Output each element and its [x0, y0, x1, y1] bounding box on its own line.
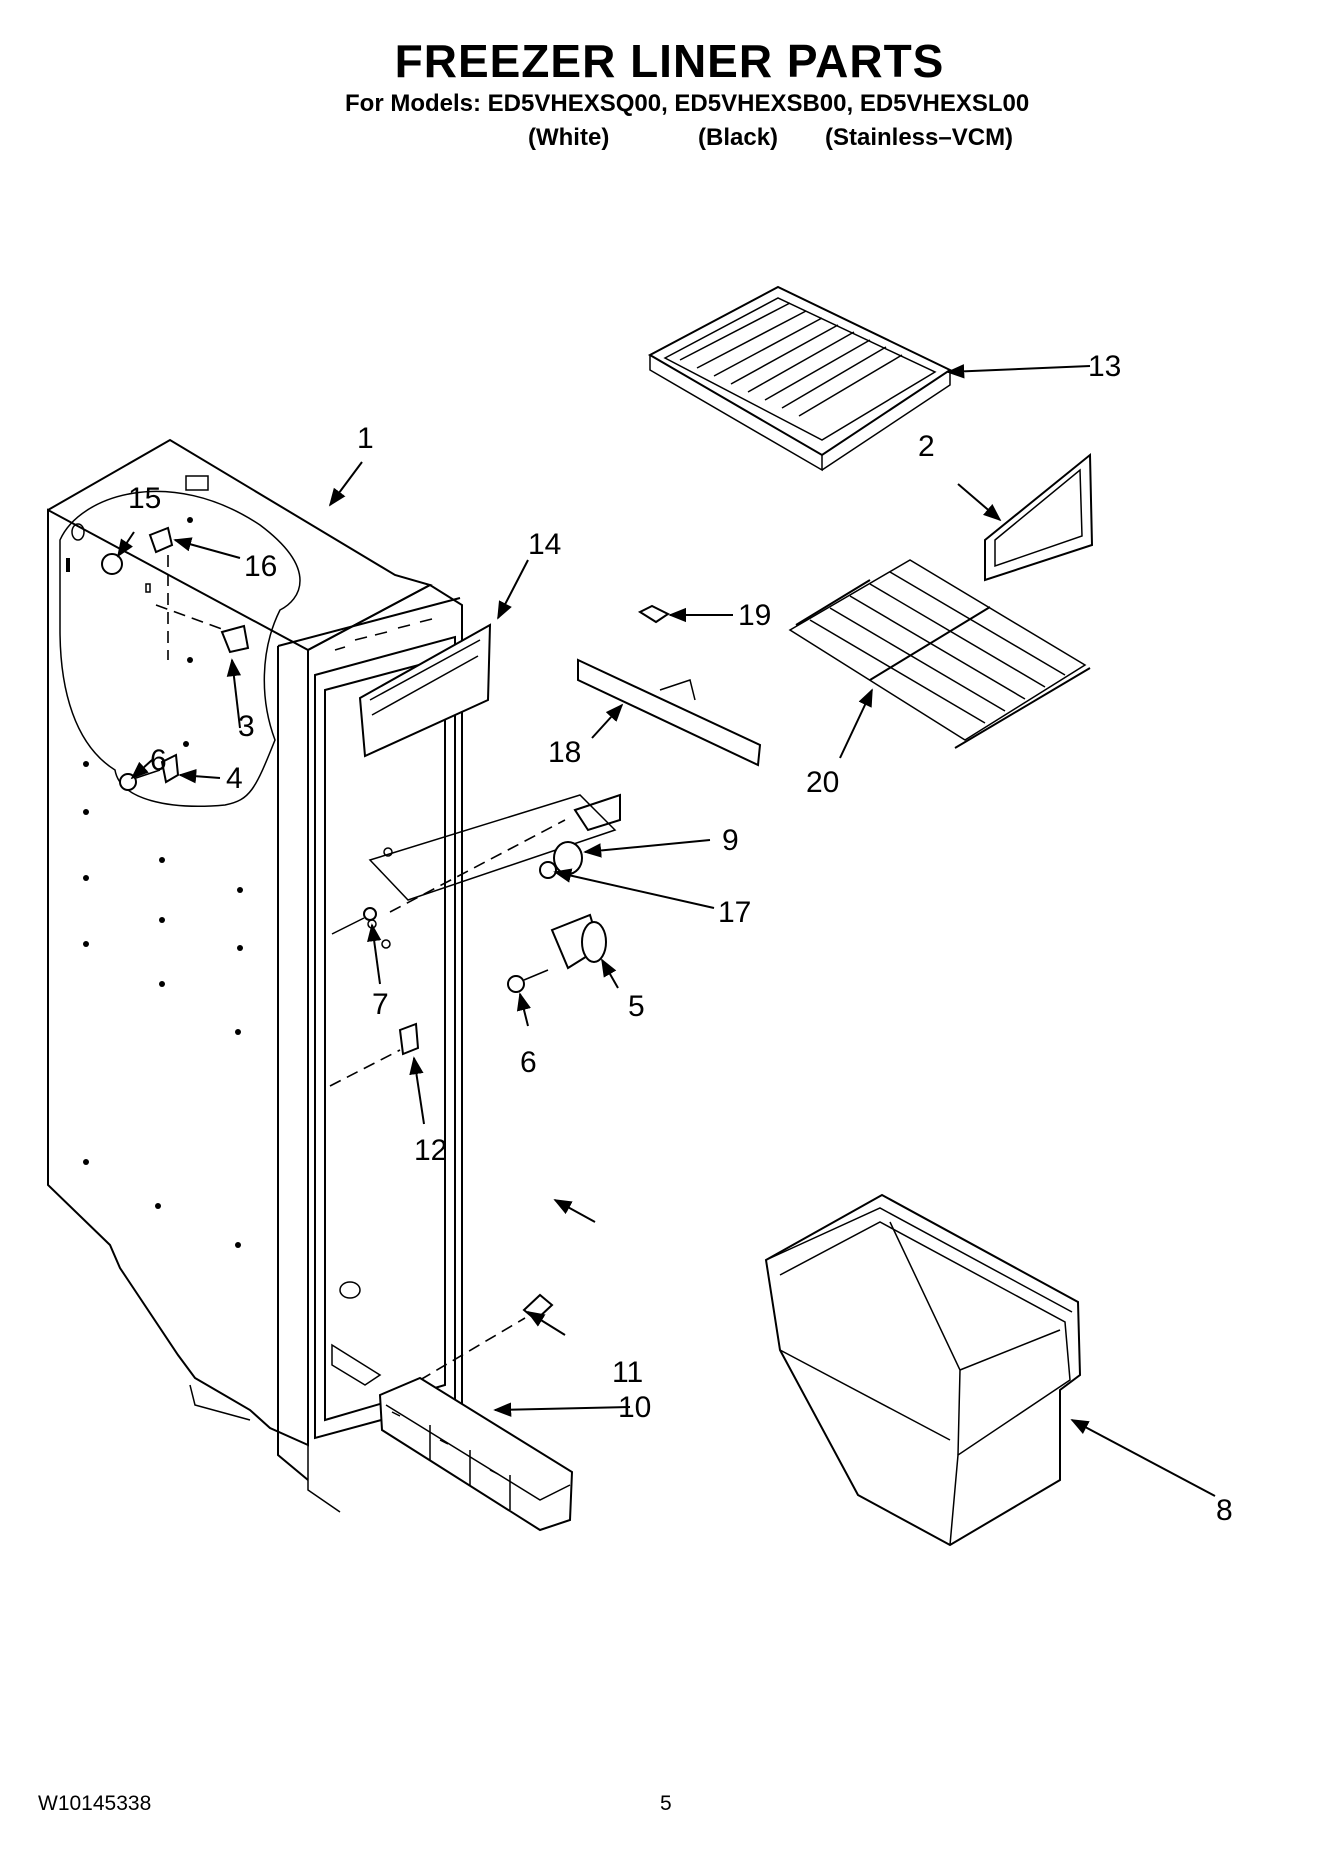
freezer-shelf	[647, 285, 953, 472]
freezer-liner	[47, 438, 463, 1513]
variant-black: (Black)	[698, 124, 779, 151]
air-deflector	[358, 623, 492, 758]
lower-trim-and-screw	[378, 1293, 574, 1532]
fastener-group-left	[329, 907, 420, 1087]
shelf-support-bracket	[577, 604, 762, 767]
page-number: 5	[660, 1792, 672, 1815]
callout-11: 11	[612, 1356, 643, 1389]
callout-6-upper: 6	[150, 744, 167, 777]
callout-16: 16	[244, 550, 277, 583]
wire-shelf	[788, 559, 1091, 749]
light-socket-assembly	[101, 526, 250, 791]
mounting-hardware-center	[368, 793, 621, 993]
callout-5: 5	[628, 990, 645, 1023]
variant-stainless: (Stainless–VCM)	[825, 124, 1014, 151]
callout-18: 18	[548, 736, 581, 769]
variant-white: (White)	[528, 124, 610, 151]
freezer-bin	[764, 1193, 1082, 1547]
callout-2: 2	[918, 430, 935, 463]
callout-7: 7	[372, 988, 389, 1021]
shelf-front	[984, 452, 1094, 582]
callout-17: 17	[718, 896, 751, 929]
callout-leaders	[117, 364, 1216, 1497]
callout-1: 1	[357, 422, 374, 455]
callout-4: 4	[226, 762, 243, 795]
document-code: W10145338	[38, 1792, 152, 1815]
callout-14: 14	[528, 528, 561, 561]
callout-12: 12	[414, 1134, 447, 1167]
callout-13: 13	[1088, 350, 1121, 383]
callout-8: 8	[1216, 1494, 1233, 1527]
callout-6-lower: 6	[520, 1046, 537, 1079]
page-title: FREEZER LINER PARTS	[394, 35, 945, 87]
callout-20: 20	[806, 766, 839, 799]
callout-3: 3	[238, 710, 255, 743]
models-line: For Models: ED5VHEXSQ00, ED5VHEXSB00, ED…	[345, 90, 1030, 117]
callout-19: 19	[738, 599, 771, 632]
callout-15: 15	[128, 482, 161, 515]
callout-9: 9	[722, 824, 739, 857]
callout-10: 10	[618, 1391, 651, 1424]
